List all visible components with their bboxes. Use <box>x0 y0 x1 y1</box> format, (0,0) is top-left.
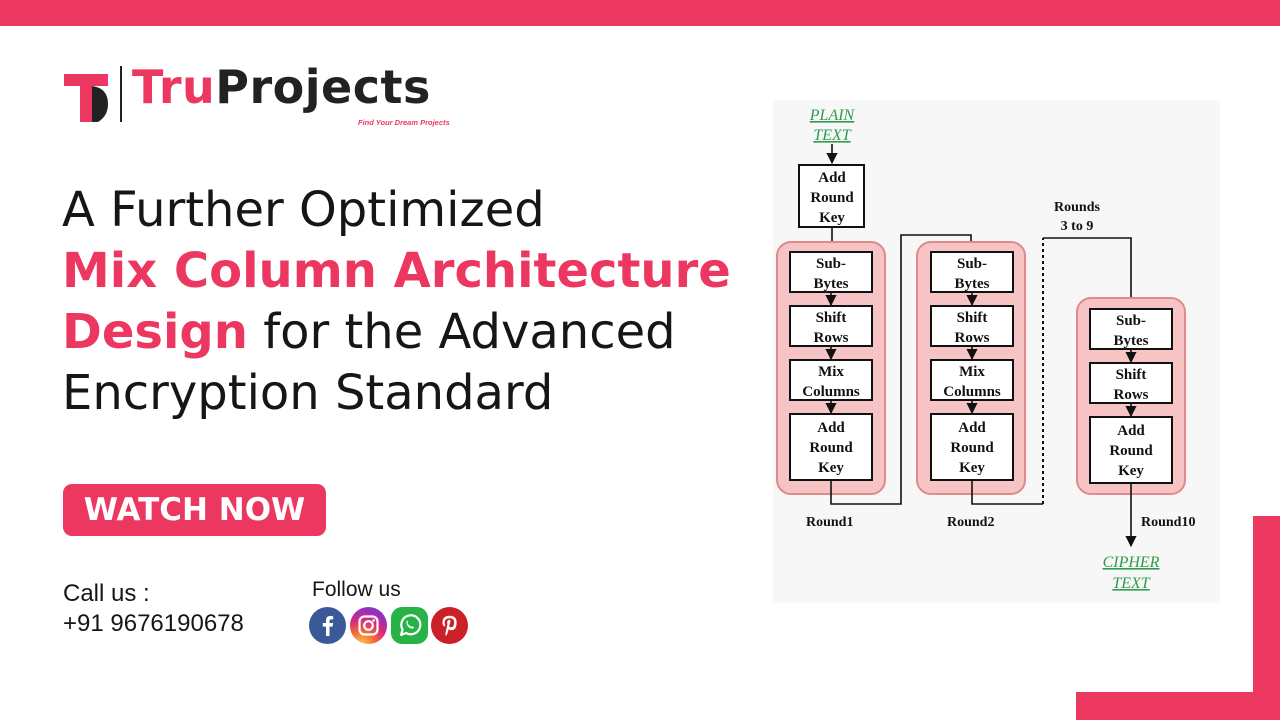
connector-round1-to-round2 <box>830 234 977 505</box>
round10-block3-line1: Add <box>1117 423 1145 439</box>
round10-block3-line2: Round <box>1109 443 1153 459</box>
round1-block2-line1: Shift <box>816 310 847 326</box>
facebook-icon[interactable] <box>309 607 346 644</box>
brand-logo[interactable]: TruProjects Find Your Dream Projects <box>62 60 492 130</box>
round2-block2-line1: Shift <box>957 310 988 326</box>
cipher-text-label-1: CIPHER <box>1103 554 1160 571</box>
title-line-3-accent: Design <box>62 304 248 360</box>
top-accent-bar <box>0 0 1280 26</box>
round1-block3-line2: Columns <box>802 384 860 400</box>
round2-addroundkey-block <box>930 413 1014 481</box>
round2-block2-line2: Rows <box>954 330 989 346</box>
round1-block2-line2: Rows <box>813 330 848 346</box>
round2-block4-line1: Add <box>958 420 986 436</box>
brand-name-part1: Tru <box>132 60 216 114</box>
corner-accent-horizontal <box>1076 692 1280 720</box>
plain-text-label-1: PLAIN <box>809 107 856 124</box>
initial-key-line-1: Add <box>818 170 846 186</box>
round2-block3-line1: Mix <box>959 364 985 380</box>
brand-name: TruProjects <box>132 60 431 114</box>
round1-addroundkey-block <box>789 413 873 481</box>
truprojects-logo-icon <box>64 74 108 122</box>
round1-block1-line2: Bytes <box>814 276 849 292</box>
corner-accent-vertical <box>1253 516 1280 720</box>
round2-block3-line2: Columns <box>943 384 1001 400</box>
round2-shiftrows-block <box>930 305 1014 347</box>
initial-key-line-3: Key <box>819 210 845 226</box>
title-line-3: Design for the Advanced <box>62 302 742 363</box>
cipher-text-label-2: TEXT <box>1112 575 1150 592</box>
round10-block2-line2: Rows <box>1113 387 1148 403</box>
call-us-label: Call us : <box>63 580 150 607</box>
follow-us-label: Follow us <box>312 578 401 601</box>
instagram-icon[interactable] <box>350 607 387 644</box>
round1-shiftrows-block <box>789 305 873 347</box>
round1-label: Round1 <box>806 515 853 530</box>
whatsapp-icon[interactable] <box>391 607 428 644</box>
brand-name-part2: Projects <box>215 60 431 114</box>
logo-separator <box>120 66 122 122</box>
round2-block1-line2: Bytes <box>955 276 990 292</box>
round1-block4-line2: Round <box>809 440 853 456</box>
round10-block1-line1: Sub- <box>1116 313 1146 329</box>
round1-block3-line1: Mix <box>818 364 844 380</box>
round10-block3-line3: Key <box>1118 463 1144 479</box>
round1-block4-line1: Add <box>817 420 845 436</box>
round10-block1-line2: Bytes <box>1114 333 1149 349</box>
round2-mixcolumns-block <box>930 359 1014 401</box>
aes-diagram-canvas: PLAIN TEXT Add Round Key Sub- Bytes Shif… <box>776 107 1195 592</box>
plain-text-label-2: TEXT <box>813 127 851 144</box>
phone-number[interactable]: +91 9676190678 <box>63 610 244 637</box>
round1-block1-line1: Sub- <box>816 256 846 272</box>
social-links <box>309 607 479 645</box>
rounds-note-line2: 3 to 9 <box>1061 219 1094 234</box>
rounds-note-line1: Rounds <box>1054 200 1100 215</box>
watch-now-button[interactable]: WATCH NOW <box>63 484 326 536</box>
connector-round2-out <box>971 480 1043 505</box>
page-title: A Further Optimized Mix Column Architect… <box>62 180 742 424</box>
title-line-3-rest: for the Advanced <box>247 304 676 360</box>
title-line-4: Encryption Standard <box>62 365 554 421</box>
initial-key-line-2: Round <box>810 190 854 206</box>
round2-block1-line1: Sub- <box>957 256 987 272</box>
title-line-2: Mix Column Architecture <box>62 243 731 299</box>
round1-block4-line3: Key <box>818 460 844 476</box>
connector-into-round10 <box>1043 237 1137 310</box>
round2-block4-line2: Round <box>950 440 994 456</box>
title-line-1: A Further Optimized <box>62 182 545 238</box>
aes-round-diagram: PLAIN TEXT Add Round Key Sub- Bytes Shif… <box>773 100 1220 603</box>
pinterest-icon[interactable] <box>431 607 468 644</box>
brand-tagline: Find Your Dream Projects <box>358 118 450 127</box>
round10-label: Round10 <box>1141 515 1195 530</box>
round2-label: Round2 <box>947 515 994 530</box>
round10-shiftrows-block <box>1089 362 1173 404</box>
round10-block2-line1: Shift <box>1116 367 1147 383</box>
round2-block4-line3: Key <box>959 460 985 476</box>
